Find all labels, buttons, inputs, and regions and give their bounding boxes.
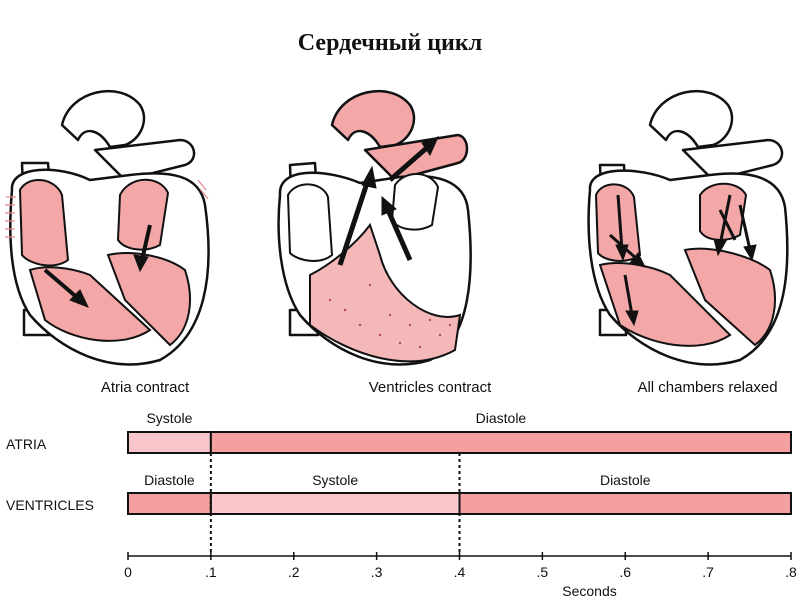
caption-ventricles-contract: Ventricles contract bbox=[368, 379, 492, 396]
x-tick-label-1: .1 bbox=[205, 564, 217, 580]
x-tick-label-8: .8 bbox=[785, 564, 797, 580]
heart-ventricles-contract-illustration bbox=[277, 89, 472, 366]
caption-all-relaxed: All chambers relaxed bbox=[637, 379, 778, 396]
page-title: Сердечный цикл bbox=[297, 30, 483, 56]
heart-atria-contract-illustration bbox=[5, 89, 210, 366]
phase-label-ventricles-2: Diastole bbox=[600, 472, 651, 488]
x-tick-label-7: .7 bbox=[702, 564, 714, 580]
heart-diagram-atria-contract bbox=[0, 85, 250, 375]
bar-atria-diastole-1 bbox=[209, 431, 792, 454]
x-tick-label-6: .6 bbox=[619, 564, 631, 580]
row-label-ventricles: VENTRICLES bbox=[6, 497, 94, 513]
heart-all-relaxed-illustration bbox=[587, 89, 789, 366]
bar-ventricles-systole-1 bbox=[209, 492, 461, 515]
row-label-atria: ATRIA bbox=[6, 436, 47, 452]
phase-label-atria-0: Systole bbox=[146, 410, 192, 426]
x-tick-label-3: .3 bbox=[371, 564, 383, 580]
x-tick-label-0: 0 bbox=[124, 564, 132, 580]
x-tick-label-4: .4 bbox=[454, 564, 466, 580]
x-axis-label: Seconds bbox=[562, 583, 616, 599]
bar-ventricles-diastole-0 bbox=[127, 492, 212, 515]
x-tick-label-5: .5 bbox=[537, 564, 549, 580]
heart-diagram-ventricles-contract bbox=[270, 85, 520, 375]
heart-diagram-all-relaxed bbox=[560, 85, 800, 375]
x-tick-label-2: .2 bbox=[288, 564, 300, 580]
caption-atria-contract: Atria contract bbox=[100, 379, 190, 396]
bar-atria-systole-0 bbox=[127, 431, 212, 454]
phase-label-ventricles-0: Diastole bbox=[144, 472, 195, 488]
phase-label-atria-1: Diastole bbox=[476, 410, 527, 426]
phase-label-ventricles-1: Systole bbox=[312, 472, 358, 488]
bar-ventricles-diastole-2 bbox=[458, 492, 792, 515]
